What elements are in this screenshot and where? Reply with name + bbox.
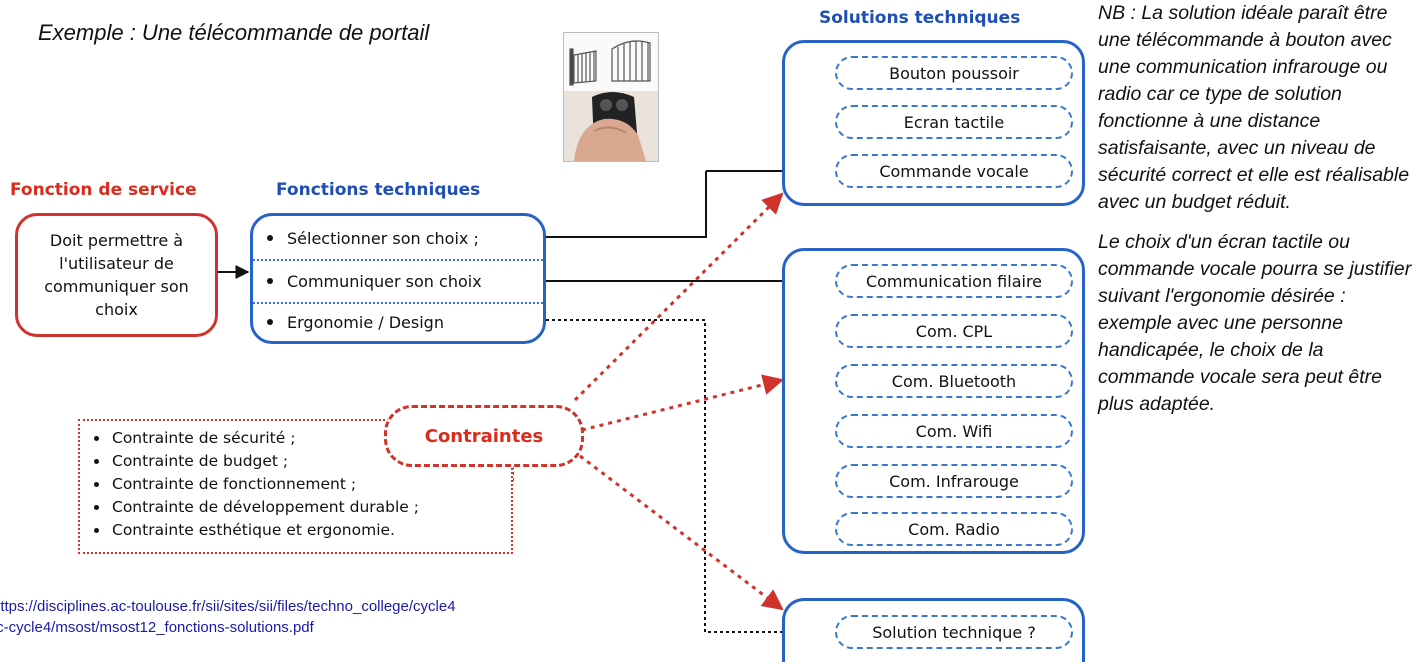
constraint-label: Contrainte de fonctionnement ; [112,475,357,493]
tech-function-label: Ergonomie / Design [287,312,444,332]
bullet-icon [94,505,99,510]
constraints-label: Contraintes [424,425,544,447]
arrow-contraintes-group2 [581,374,785,432]
nb-paragraph: NB : La solution idéale paraît être une … [1098,2,1410,213]
tech-function-label: Sélectionner son choix ; [287,228,479,248]
bullet-icon [267,235,273,241]
bullet-icon [94,459,99,464]
solution-item: Com. CPL [835,314,1073,348]
constraint-label: Contrainte de sécurité ; [112,429,296,447]
tech-function-label: Communiquer son choix [287,271,482,291]
solution-item: Communication filaire [835,264,1073,298]
constraint-label: Contrainte esthétique et ergonomie. [112,521,395,539]
solution-item: Solution technique ? [835,615,1073,649]
solution-item: Com. Radio [835,512,1073,546]
tech-function-item: Communiquer son choix [253,259,543,303]
solution-item: Com. Wifi [835,414,1073,448]
arrow-contraintes-group1 [573,192,784,402]
bullet-icon [94,482,99,487]
constraint-item: Contrainte de développement durable ; [94,496,511,519]
service-function-text: Doit permettre à l'utilisateur de commun… [44,231,189,319]
service-function-box: Doit permettre à l'utilisateur de commun… [15,213,218,337]
constraints-pill: Contraintes [384,405,584,467]
solution-item: Com. Bluetooth [835,364,1073,398]
diagram-title: Exemple : Une télécommande de portail [38,20,430,45]
constraint-item: Contrainte de fonctionnement ; [94,473,511,496]
nb-paragraph: Le choix d'un écran tactile ou commande … [1098,231,1412,415]
tech-function-item: Ergonomie / Design [253,300,543,344]
divider [253,302,543,304]
technical-functions-box: Sélectionner son choix ; Communiquer son… [250,213,546,344]
solutions-group-2 [782,248,1085,554]
solution-item: Bouton poussoir [835,56,1073,90]
bullet-icon [94,436,99,441]
nb-note: NB : La solution idéale paraît être une … [1098,0,1423,418]
bullet-icon [267,278,273,284]
solution-item: Ecran tactile [835,105,1073,139]
bullet-icon [267,319,273,325]
source-url-line[interactable]: fc-cycle4/msost/msost12_fonctions-soluti… [0,619,314,636]
source-url[interactable]: https://disciplines.ac-toulouse.fr/sii/s… [0,596,456,638]
gate-image [569,40,651,86]
header-techniques: Fonctions techniques [276,180,481,200]
constraints-list: Contrainte de sécurité ; Contrainte de b… [78,419,513,554]
divider [253,259,543,261]
constraint-label: Contrainte de développement durable ; [112,498,419,516]
tech-function-item: Sélectionner son choix ; [253,216,543,260]
constraint-item: Contrainte esthétique et ergonomie. [94,519,511,542]
header-solutions: Solutions techniques [819,8,1021,28]
arrow-contraintes-group3 [579,454,784,611]
constraint-item: Contrainte de budget ; [94,450,511,473]
solution-item: Com. Infrarouge [835,464,1073,498]
source-url-line[interactable]: https://disciplines.ac-toulouse.fr/sii/s… [0,598,456,615]
constraint-label: Contrainte de budget ; [112,452,289,470]
connector-ergonomie [546,319,835,639]
remote-control-photo [563,32,659,162]
solution-item: Commande vocale [835,154,1073,188]
bullet-icon [94,528,99,533]
header-service: Fonction de service [10,180,197,200]
constraint-item: Contrainte de sécurité ; [94,427,511,450]
connector-select [546,171,707,238]
